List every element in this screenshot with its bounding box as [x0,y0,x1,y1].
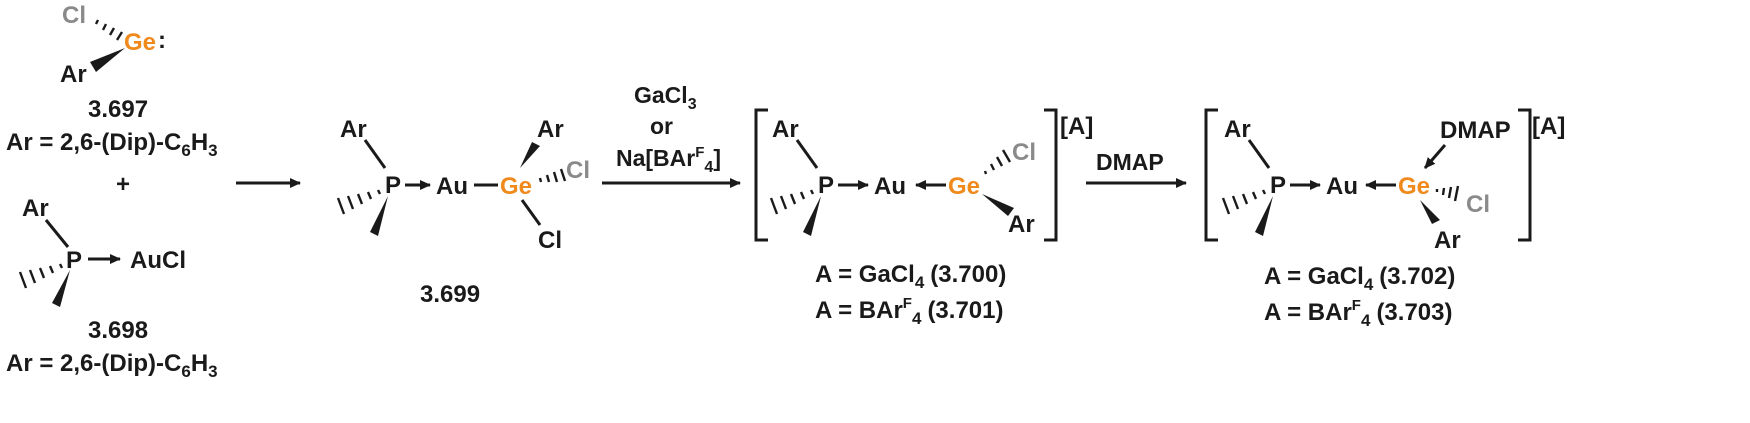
counterion-label: [A] [1532,113,1565,140]
au-atom: Au [1326,173,1358,200]
au-atom: Au [874,173,906,200]
wedge-bond [52,270,70,307]
ar-definition: Ar = 2,6-(Dip)-C6H3 [6,129,218,160]
reagent-gacl3: GaCl3 [634,82,697,113]
compound-number-3699: 3.699 [420,281,480,308]
dative-bond [1423,144,1447,169]
cl-atom: Cl [62,2,86,29]
p-atom: P [1270,172,1286,199]
p-atom: P [66,247,82,274]
bracket-right [1518,108,1532,242]
cation-3702: [A] Ar P Au Ge DMAP Cl Ar A = GaCl4( [1204,108,1565,330]
hashed-bond [769,189,815,215]
anion-line-3702: A = GaCl4(3.702) [1264,263,1455,294]
anion-line-3700: A = GaCl4(3.700) [815,261,1006,292]
wedge-bond [982,194,1014,216]
p-atom: P [818,172,834,199]
ar-definition: Ar = 2,6-(Dip)-C6H3 [6,350,218,381]
ar-atom: Ar [1224,116,1251,143]
ar-atom: Ar [772,116,799,143]
bracket-right [1044,108,1058,242]
phosphine-gold-3698: Ar P AuCl 3.698 Ar = 2,6-(Dip)-C6H3 [6,195,218,381]
cl-atom: Cl [538,227,562,254]
anion-line-3701: A = BArF4(3.701) [815,295,1003,328]
wedge-bond [370,196,388,236]
reagent-or: or [650,113,673,139]
hashed-bond [1221,189,1267,215]
cl-atom: Cl [1012,139,1036,166]
au-atom: Au [436,173,468,200]
ge-atom: Ge [1398,173,1430,200]
ar-atom: Ar [22,195,49,222]
ge-atom: Ge [500,173,532,200]
aucl-label: AuCl [130,247,186,274]
wedge-bond [1420,200,1440,224]
ar-atom: Ar [1008,211,1035,238]
p-atom: P [385,172,401,199]
counterion-label: [A] [1060,113,1093,140]
germylene-3697: Cl Ge : Ar 3.697 Ar = 2,6-(Dip)-C6H3 + [6,2,218,198]
wedge-bond [90,48,125,72]
ar-atom: Ar [1434,227,1461,254]
wedge-bond [1255,196,1273,236]
reagents-step-2: GaCl3 or Na[BArF4] [616,82,721,176]
anion-line-3703: A = BArF4(3.703) [1264,297,1452,330]
hashed-bond [336,189,382,215]
hashed-bond [983,149,1012,175]
ge-lone-pair: : [158,27,166,54]
dmap-ligand: DMAP [1440,117,1511,144]
ge-atom: Ge [948,173,980,200]
hashed-bond [538,168,567,183]
reagent-dmap: DMAP [1096,149,1164,175]
complex-3699: Ar P Au Ge Ar Cl Cl 3.699 [336,116,590,308]
ge-atom: Ge [124,29,156,56]
hashed-bond [1435,185,1460,202]
cation-3700: [A] Ar P Au Ge Cl Ar A = GaCl4(3.700) [754,108,1093,328]
reagent-nabarf4: Na[BArF4] [616,144,721,176]
hashed-bond [18,263,64,289]
ar-atom: Ar [537,116,564,143]
compound-number-3697: 3.697 [88,96,148,123]
compound-number-3698: 3.698 [88,317,148,344]
ar-atom: Ar [340,116,367,143]
hashed-bond [94,19,124,41]
wedge-bond [803,196,821,236]
plus-sign: + [116,171,130,198]
bracket-left [754,108,768,242]
ar-atom: Ar [60,61,87,88]
cl-atom: Cl [1466,191,1490,218]
wedge-bond [520,142,540,168]
cl-atom: Cl [566,157,590,184]
bracket-left [1204,108,1218,242]
